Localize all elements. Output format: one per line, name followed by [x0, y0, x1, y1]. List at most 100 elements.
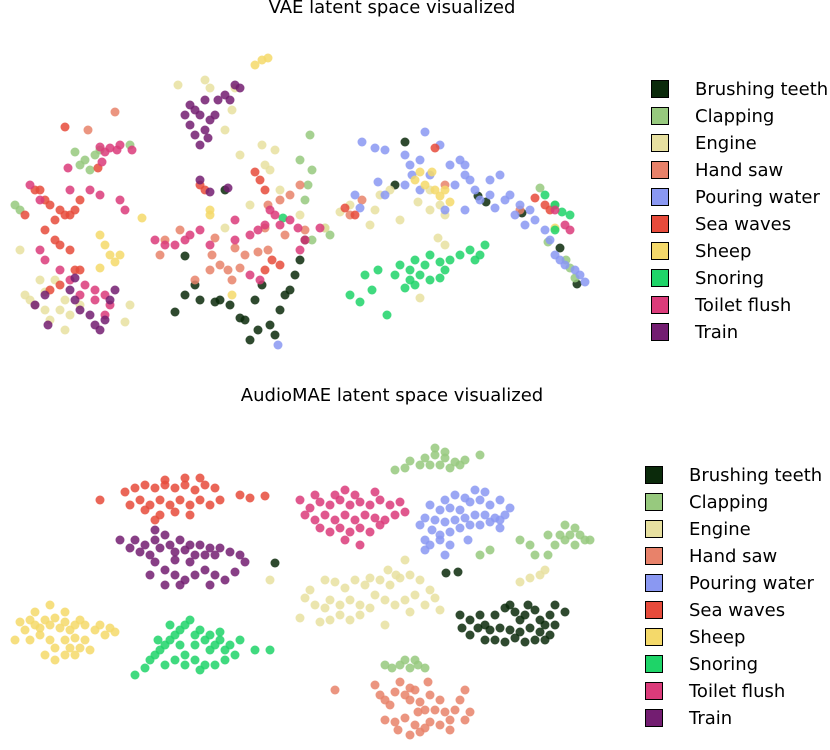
legend-swatch [651, 188, 669, 206]
point-toilet-flush [270, 210, 280, 220]
legend-item-train: Train [651, 321, 738, 343]
point-train [150, 535, 160, 545]
point-toilet-flush [365, 527, 375, 537]
point-sea-waves [530, 193, 540, 203]
point-toilet-flush [253, 225, 263, 235]
point-engine [415, 293, 425, 303]
point-snoring [550, 225, 560, 235]
point-train [70, 295, 80, 305]
point-sea-waves [260, 265, 270, 275]
point-toilet-flush [370, 487, 380, 497]
legend-item-snoring: Snoring [645, 653, 758, 675]
point-pouring-water [420, 127, 430, 137]
point-train [150, 525, 160, 535]
point-clapping [325, 230, 335, 240]
legend-swatch [651, 296, 669, 314]
point-brushing-teeth [453, 567, 463, 577]
point-hand-saw [230, 243, 240, 253]
point-toilet-flush [160, 240, 170, 250]
point-snoring [215, 635, 225, 645]
point-clapping [570, 523, 580, 533]
point-pouring-water [525, 205, 535, 215]
point-pouring-water [470, 510, 480, 520]
point-sheep [205, 210, 215, 220]
point-sea-waves [170, 507, 180, 517]
point-clapping [445, 463, 455, 473]
point-train [140, 540, 150, 550]
point-hand-saw [240, 250, 250, 260]
point-hand-saw [445, 715, 455, 725]
point-snoring [395, 260, 405, 270]
point-snoring [400, 283, 410, 293]
point-toilet-flush [275, 220, 285, 230]
point-hand-saw [380, 715, 390, 725]
point-hand-saw [455, 695, 465, 705]
point-snoring [140, 663, 150, 673]
point-brushing-teeth [455, 610, 465, 620]
point-toilet-flush [300, 510, 310, 520]
point-engine [315, 617, 325, 627]
point-brushing-teeth [510, 607, 520, 617]
point-clapping [400, 655, 410, 665]
point-snoring [225, 640, 235, 650]
legend-swatch [651, 215, 669, 233]
point-clapping [530, 550, 540, 560]
point-train [175, 535, 185, 545]
point-pouring-water [380, 190, 390, 200]
point-engine [20, 290, 30, 300]
point-pouring-water [485, 190, 495, 200]
point-toilet-flush [340, 535, 350, 545]
point-toilet-flush [370, 513, 380, 523]
point-sea-waves [180, 480, 190, 490]
point-toilet-flush [105, 143, 115, 153]
point-engine [405, 607, 415, 617]
point-sea-waves [175, 495, 185, 505]
point-engine [385, 580, 395, 590]
point-clapping [305, 130, 315, 140]
point-snoring [235, 635, 245, 645]
point-engine [330, 577, 340, 587]
point-toilet-flush [95, 190, 105, 200]
point-train [170, 555, 180, 565]
point-toilet-flush [185, 230, 195, 240]
point-sea-waves [200, 480, 210, 490]
point-hand-saw [210, 233, 220, 243]
point-engine [540, 565, 550, 575]
point-pouring-water [440, 205, 450, 215]
point-brushing-teeth [265, 320, 275, 330]
legend-label: Brushing teeth [695, 78, 829, 100]
point-brushing-teeth [545, 610, 555, 620]
point-engine [320, 575, 330, 585]
point-engine [60, 325, 70, 335]
point-sea-waves [260, 185, 270, 195]
point-clapping [410, 655, 420, 665]
point-train [185, 120, 195, 130]
point-clapping [430, 450, 440, 460]
point-snoring [410, 255, 420, 265]
point-brushing-teeth [180, 251, 190, 261]
point-sheep [227, 290, 237, 300]
point-brushing-teeth [550, 620, 560, 630]
point-sheep [35, 630, 45, 640]
point-snoring [153, 635, 163, 645]
point-toilet-flush [350, 490, 360, 500]
point-sheep [55, 623, 65, 633]
point-toilet-flush [350, 515, 360, 525]
point-train [195, 140, 205, 150]
point-train [30, 300, 40, 310]
point-train [185, 557, 195, 567]
point-toilet-flush [385, 500, 395, 510]
point-pouring-water [475, 195, 485, 205]
point-hand-saw [395, 677, 405, 687]
point-toilet-flush [335, 523, 345, 533]
point-train [200, 550, 210, 560]
point-train [203, 133, 213, 143]
point-brushing-teeth [195, 295, 205, 305]
point-brushing-teeth [270, 558, 280, 568]
point-hand-saw [155, 250, 165, 260]
point-toilet-flush [293, 223, 303, 233]
point-hand-saw [435, 695, 445, 705]
point-toilet-flush [120, 205, 130, 215]
point-sea-waves [430, 143, 440, 153]
